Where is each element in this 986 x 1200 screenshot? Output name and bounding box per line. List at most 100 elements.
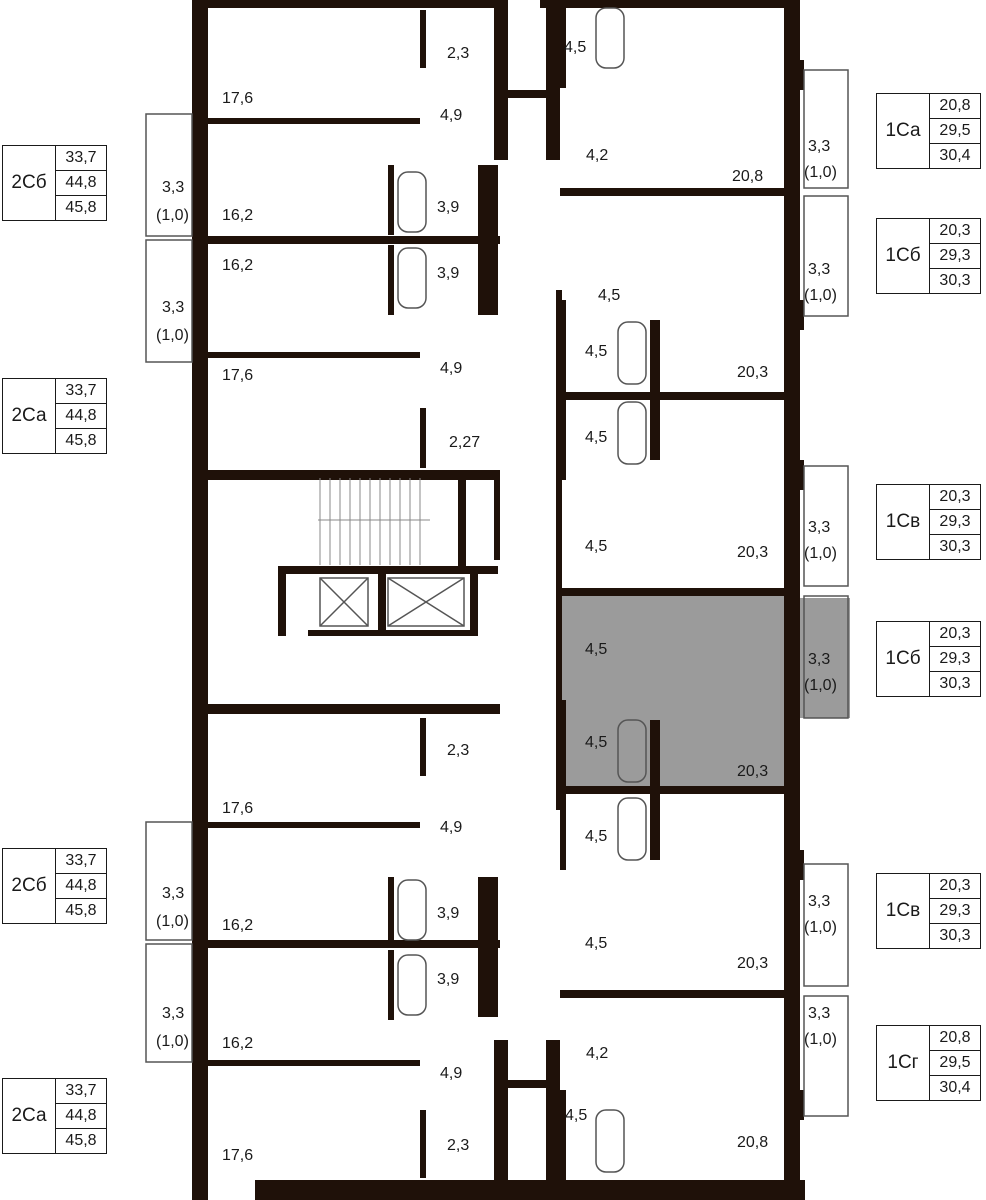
legend-1Ca[interactable]: 1Са 20,8 29,5 30,4 [876, 93, 981, 169]
legend-value: 20,3 [930, 874, 980, 899]
legend-code: 2Са [3, 379, 56, 453]
legend-value: 45,8 [65, 1132, 97, 1149]
legend-value: 45,8 [65, 902, 97, 919]
room-area: 17,6 [222, 800, 253, 817]
room-area: 17,6 [222, 1147, 253, 1164]
legend-2Ca-bottom[interactable]: 2Са 33,7 44,8 45,8 [2, 1078, 107, 1154]
legend-value: 44,8 [56, 1104, 106, 1129]
balcony-area: (1,0) [804, 545, 837, 562]
balconies [145, 69, 849, 1117]
legend-value: 33,7 [56, 379, 106, 404]
room-area: 17,6 [222, 90, 253, 107]
room-area: 3,9 [437, 199, 459, 216]
legend-2Ca-top[interactable]: 2Са 33,7 44,8 45,8 [2, 378, 107, 454]
balcony-area: (1,0) [156, 1033, 189, 1050]
legend-code: 1Сг [877, 1026, 930, 1100]
room-area: 3,9 [437, 905, 459, 922]
legend-1Cv-1[interactable]: 1Св 20,3 29,3 30,3 [876, 484, 981, 560]
balcony-area: (1,0) [156, 207, 189, 224]
room-area: 4,2 [586, 1045, 608, 1062]
legend-1Cb-1[interactable]: 1Сб 20,3 29,3 30,3 [876, 218, 981, 294]
legend-value: 20,3 [930, 622, 980, 647]
balcony-area: 3,3 [808, 138, 830, 155]
room-area: 4,9 [440, 360, 462, 377]
legend-value: 29,5 [930, 119, 980, 144]
legend-value: 30,3 [939, 675, 971, 692]
balcony-area: 3,3 [162, 1005, 184, 1022]
room-area: 4,9 [440, 1065, 462, 1082]
balcony-area: 3,3 [162, 299, 184, 316]
legend-value: 45,8 [65, 199, 97, 216]
legend-1Cb-2[interactable]: 1Сб 20,3 29,3 30,3 [876, 621, 981, 697]
bathtubs [397, 7, 647, 1173]
balcony-area: (1,0) [804, 287, 837, 304]
room-area: 4,9 [440, 107, 462, 124]
legend-code: 1Сб [877, 219, 930, 293]
legend-value: 44,8 [56, 874, 106, 899]
legend-value: 33,7 [56, 146, 106, 171]
highlighted-apartment[interactable] [560, 596, 850, 786]
legend-2Cb-bottom[interactable]: 2Сб 33,7 44,8 45,8 [2, 848, 107, 924]
legend-code: 2Сб [3, 146, 56, 220]
legend-value: 29,3 [930, 647, 980, 672]
balcony-area: (1,0) [804, 919, 837, 936]
room-area: 3,9 [437, 265, 459, 282]
legend-value: 20,3 [930, 485, 980, 510]
room-area: 20,3 [737, 955, 768, 972]
room-area: 16,2 [222, 257, 253, 274]
legend-code: 2Са [3, 1079, 56, 1153]
room-area: 4,5 [585, 935, 607, 952]
legend-code: 1Са [877, 94, 930, 168]
balcony-area: (1,0) [804, 677, 837, 694]
room-area: 2,3 [447, 742, 469, 759]
legend-value: 29,5 [930, 1051, 980, 1076]
legend-value: 30,3 [939, 538, 971, 555]
room-area: 3,9 [437, 971, 459, 988]
legend-1Cv-2[interactable]: 1Св 20,3 29,3 30,3 [876, 873, 981, 949]
room-area: 4,5 [585, 828, 607, 845]
walls [192, 0, 805, 1200]
room-area: 20,8 [737, 1134, 768, 1151]
room-area: 4,5 [585, 343, 607, 360]
balcony-area: (1,0) [804, 164, 837, 181]
room-area: 4,5 [598, 287, 620, 304]
legend-1Cg[interactable]: 1Сг 20,8 29,5 30,4 [876, 1025, 981, 1101]
room-area: 16,2 [222, 917, 253, 934]
legend-code: 1Сб [877, 622, 930, 696]
legend-2Cb-top[interactable]: 2Сб 33,7 44,8 45,8 [2, 145, 107, 221]
balcony-area: (1,0) [156, 327, 189, 344]
room-area: 20,8 [732, 168, 763, 185]
room-area: 17,6 [222, 367, 253, 384]
room-area: 2,3 [447, 1137, 469, 1154]
room-area: 4,5 [564, 39, 586, 56]
room-area: 4,5 [585, 734, 607, 751]
room-area: 2,27 [449, 434, 480, 451]
balcony-area: (1,0) [156, 913, 189, 930]
legend-value: 33,7 [56, 849, 106, 874]
room-area: 16,2 [222, 1035, 253, 1052]
balcony-area: 3,3 [808, 519, 830, 536]
balcony-area: 3,3 [808, 893, 830, 910]
stairs [318, 478, 430, 565]
balcony-area: 3,3 [808, 651, 830, 668]
legend-value: 44,8 [56, 171, 106, 196]
room-area: 4,2 [586, 147, 608, 164]
elevators [319, 577, 465, 627]
legend-value: 30,4 [939, 147, 971, 164]
room-area: 20,3 [737, 544, 768, 561]
room-area: 20,3 [737, 763, 768, 780]
room-area: 4,9 [440, 819, 462, 836]
legend-value: 29,3 [930, 510, 980, 535]
legend-value: 30,3 [939, 272, 971, 289]
legend-value: 44,8 [56, 404, 106, 429]
room-area: 4,5 [585, 429, 607, 446]
balcony-area: 3,3 [808, 261, 830, 278]
balcony-area: (1,0) [804, 1031, 837, 1048]
legend-value: 20,3 [930, 219, 980, 244]
balcony-area: 3,3 [808, 1005, 830, 1022]
room-area: 20,3 [737, 364, 768, 381]
room-area: 4,5 [585, 641, 607, 658]
legend-code: 1Св [877, 485, 930, 559]
room-area: 16,2 [222, 207, 253, 224]
